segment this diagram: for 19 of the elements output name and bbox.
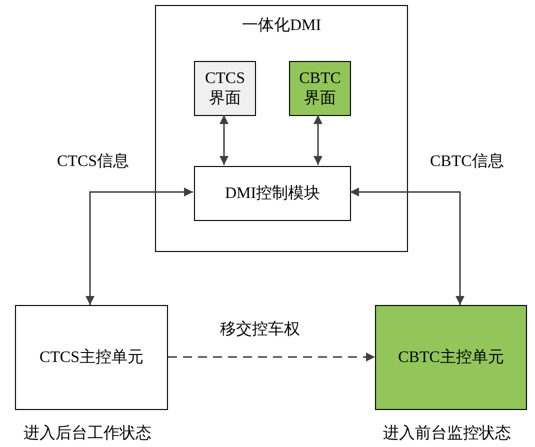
group-frame [155, 5, 408, 252]
process-box [289, 61, 351, 116]
state-caption: 进入后台工作状态 [22, 424, 152, 444]
arrow [86, 188, 193, 305]
process-box [15, 305, 168, 410]
state-caption: 进入前台监控状态 [382, 424, 512, 444]
box-label: CBTC界面 [298, 68, 342, 108]
group-title: 一体化DMI [240, 16, 322, 36]
box-label: CTCS界面 [204, 68, 246, 108]
box-label: CBTC主控单元 [397, 348, 505, 368]
process-box [194, 61, 256, 116]
box-label: DMI控制模块 [224, 184, 322, 204]
arrow [350, 188, 464, 305]
arrow [220, 115, 228, 165]
arrow [314, 115, 322, 165]
arrow [168, 352, 375, 362]
box-label: CTCS主控单元 [38, 348, 144, 368]
process-box [375, 305, 527, 410]
process-box [194, 166, 351, 221]
